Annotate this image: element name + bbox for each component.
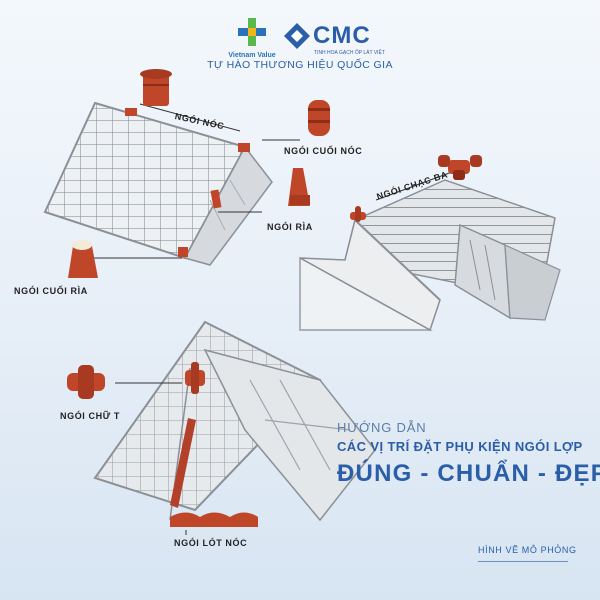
ngoi-chac-ba-tile-icon [438,155,482,180]
company-subtitle: TINH HOA GẠCH ỐP LÁT VIỆT [314,50,385,56]
guide-subheading: CÁC VỊ TRÍ ĐẶT PHỤ KIỆN NGÓI LỢP [337,439,583,454]
vietnam-value-logo: Vietnam Value [228,18,276,59]
hip-roof-drawing [299,179,561,332]
ngoi-noc-tile-icon [140,69,172,106]
cmc-diamond-icon [284,23,310,49]
close-up-roof-drawing [93,320,376,522]
ngoi-cuoi-noc-tile-icon [308,100,330,136]
ridge-tile-marks [125,108,250,257]
vietnam-value-text: Vietnam Value [228,52,276,59]
ngoi-lot-noc-tile-icon [170,512,258,527]
label-ngoi-ria: NGÓI RÌA [267,222,313,232]
simulation-underline [478,561,568,562]
ngoi-cuoi-ria-tile-icon [68,240,98,278]
guide-tagline: ĐÚNG - CHUẨN - ĐẸP [337,460,600,487]
label-ngoi-cuoi-noc: NGÓI CUỐI NÓC [284,146,363,156]
label-ngoi-chu-t: NGÓI CHỮ T [60,411,120,421]
simulation-note: HÌNH VẼ MÔ PHỎNG [478,545,577,555]
vietnam-value-icon [238,18,266,46]
ngoi-ria-tile-icon [288,168,310,206]
label-ngoi-lot-noc: NGÓI LÓT NÓC [174,538,248,548]
slogan: TỰ HÀO THƯƠNG HIỆU QUỐC GIA [207,59,393,71]
ngoi-chu-t-tile-icon [67,365,105,399]
company-name: CMC [313,22,371,49]
gable-roof-drawing [43,101,273,266]
guide-heading: HƯỚNG DẪN [337,420,427,435]
roof-chac-ba-small-icon [350,206,366,222]
label-ngoi-cuoi-ria: NGÓI CUỐI RÌA [14,286,88,296]
connector-lines [90,103,453,535]
